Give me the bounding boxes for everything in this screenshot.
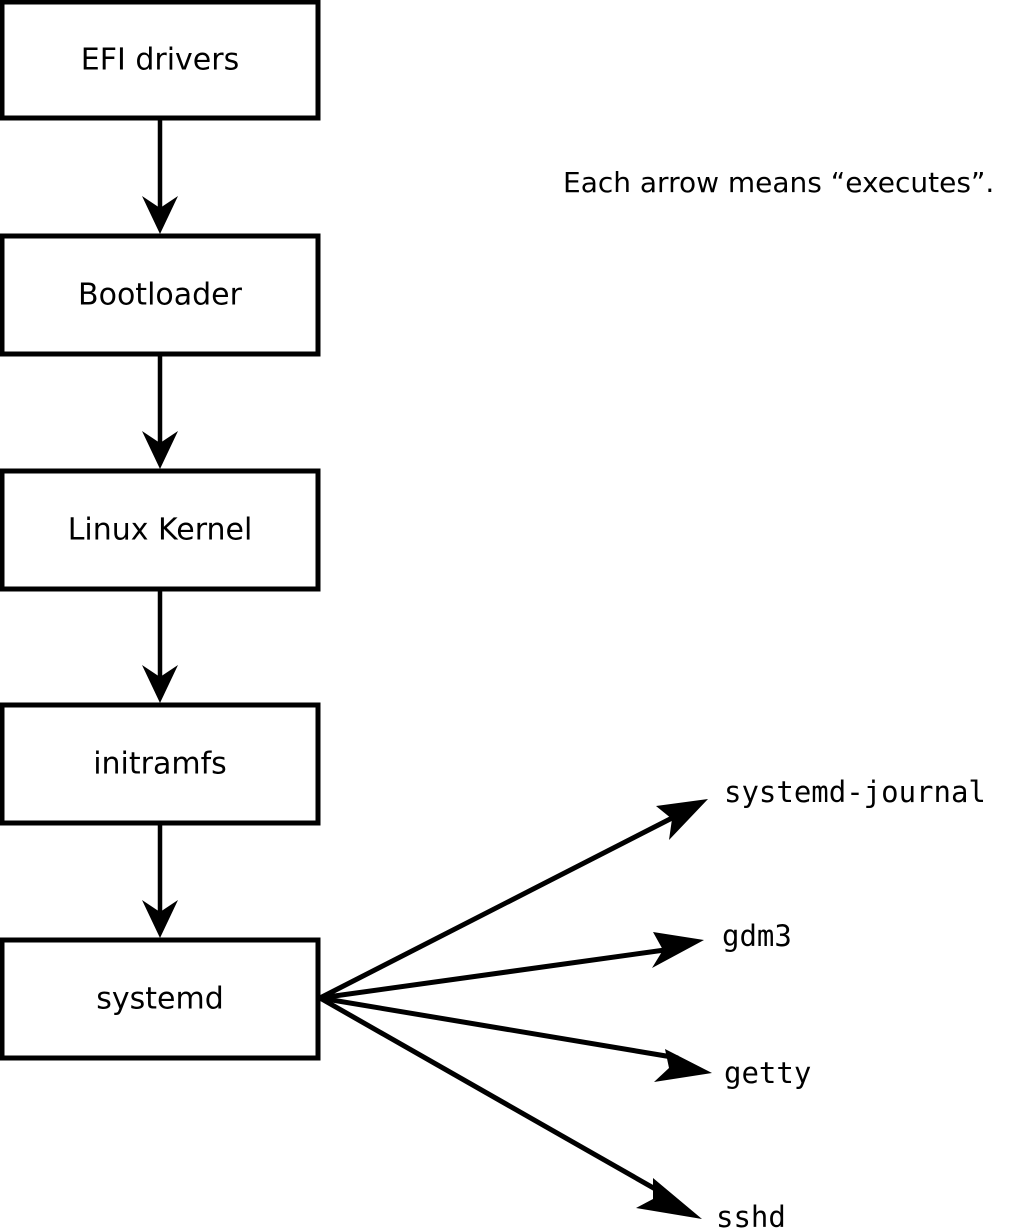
arrow-initramfs-to-systemd <box>142 823 178 938</box>
arrow-head-icon <box>654 1049 712 1082</box>
node-label-systemd: systemd <box>96 982 224 1017</box>
boot-chain-group: EFI drivers Bootloader Linux Kernel init… <box>0 0 321 1061</box>
arrow-systemd-to-sshd <box>318 995 702 1219</box>
arrow-systemd-to-getty <box>319 995 712 1082</box>
vertical-arrows-group <box>142 118 178 938</box>
leaf-label-systemd-journal[interactable]: systemd-journal <box>724 775 986 809</box>
leaf-label-sshd[interactable]: sshd <box>716 1200 786 1230</box>
node-label-initramfs: initramfs <box>93 747 227 782</box>
arrow-line <box>319 946 673 1001</box>
node-bootloader[interactable]: Bootloader <box>0 233 321 357</box>
node-box-bootloader <box>0 233 321 357</box>
node-box-linux-kernel <box>0 468 321 592</box>
arrow-systemd-to-gdm3 <box>319 932 704 1001</box>
arrow-head-icon <box>652 932 704 968</box>
leaf-label-getty[interactable]: getty <box>724 1056 811 1090</box>
node-initramfs[interactable]: initramfs <box>0 702 321 826</box>
leaf-label-gdm3[interactable]: gdm3 <box>722 919 792 953</box>
arrow-line <box>318 995 666 1197</box>
arrow-head-icon <box>636 1178 702 1219</box>
arrow-line <box>318 813 678 1001</box>
arrow-head-icon <box>142 900 178 938</box>
arrow-bootloader-to-kernel <box>142 354 178 469</box>
node-label-efi-drivers: EFI drivers <box>81 43 239 78</box>
arrow-systemd-to-systemd-journal <box>318 799 708 1001</box>
node-efi-drivers[interactable]: EFI drivers <box>0 0 321 121</box>
arrow-head-icon <box>142 431 178 469</box>
arrow-kernel-to-initramfs <box>142 589 178 703</box>
node-linux-kernel[interactable]: Linux Kernel <box>0 468 321 592</box>
node-label-bootloader: Bootloader <box>78 278 243 313</box>
diagram-caption: Each arrow means “executes”. <box>563 166 994 199</box>
node-label-linux-kernel: Linux Kernel <box>68 513 253 548</box>
leaf-labels-group: systemd-journal gdm3 getty sshd <box>716 775 986 1230</box>
arrow-line <box>319 995 679 1061</box>
arrow-head-icon <box>656 799 708 840</box>
arrow-head-icon <box>142 665 178 703</box>
node-box-systemd <box>0 937 321 1061</box>
arrow-efi-to-bootloader <box>142 118 178 234</box>
node-systemd[interactable]: systemd <box>0 937 321 1061</box>
arrow-head-icon <box>142 196 178 234</box>
node-box-efi-drivers <box>0 0 321 121</box>
fan-out-arrows-group <box>318 799 712 1219</box>
